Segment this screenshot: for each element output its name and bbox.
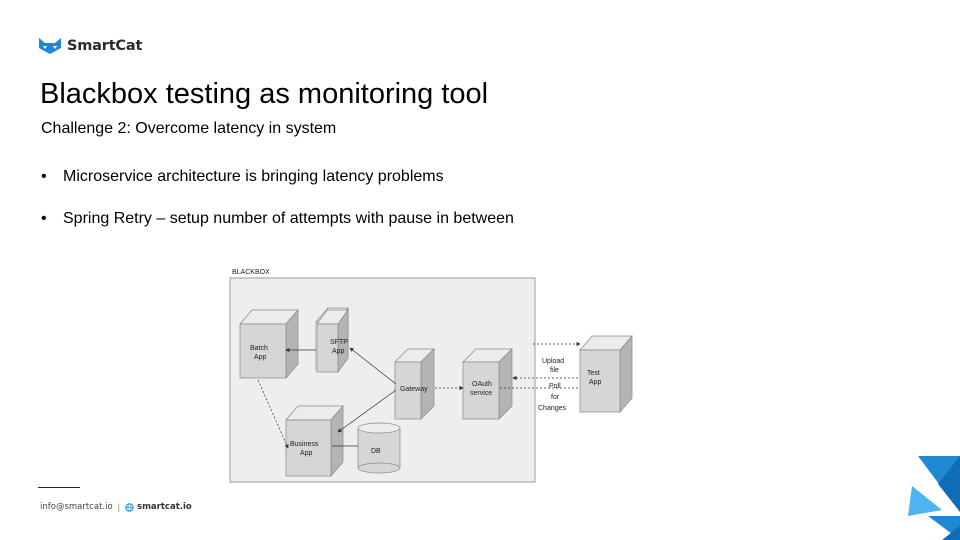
db-label: DB [371, 448, 381, 455]
bullet-marker: • [41, 168, 47, 185]
batch-app-label: Batch [250, 345, 268, 352]
test-app-box [579, 335, 633, 413]
business-app-label: Business [290, 441, 319, 448]
sftp-app-label: App [332, 348, 345, 355]
corner-triangles-decoration [908, 456, 960, 540]
slide-subtitle: Challenge 2: Overcome latency in system [41, 120, 337, 137]
batch-app-label: App [254, 354, 267, 361]
sftp-app-label: SFTP [330, 339, 348, 346]
footer: info@smartcat.io | smartcat.io [40, 502, 192, 512]
batch-app-box: Batch App [239, 309, 299, 379]
batch-to-business-arrow [257, 379, 289, 449]
footer-email[interactable]: info@smartcat.io [40, 502, 113, 512]
brand-name: SmartCat [67, 38, 143, 54]
sftp-app-box-body [316, 308, 349, 374]
gateway-label: Gateway [400, 386, 428, 393]
poll-for-changes-label: Poll [549, 383, 561, 390]
bullet-text: Spring Retry – setup number of attempts … [63, 210, 514, 227]
bullet-list: • Microservice architecture is bringing l… [41, 168, 514, 252]
oauth-service-label: OAuth [472, 381, 492, 388]
blackbox-architecture-diagram: BLACKBOX Batch App [229, 269, 633, 483]
oauth-service-label: service [470, 390, 492, 397]
bullet-text: Microservice architecture is bringing la… [63, 168, 444, 185]
cat-logo-icon [39, 38, 61, 54]
gateway-to-sftp-arrow [349, 347, 397, 385]
gateway-to-business-arrow [337, 389, 397, 433]
business-app-label: App [300, 450, 313, 457]
test-app-label: App [589, 379, 602, 386]
upload-file-label: file [550, 367, 559, 374]
frame-label: BLACKBOX [232, 269, 270, 276]
bullet-marker: • [41, 210, 47, 227]
smartcat-logo: SmartCat [38, 36, 142, 56]
business-app-box [285, 405, 344, 477]
db-cylinder [357, 422, 401, 474]
slide-title: Blackbox testing as monitoring tool [40, 78, 489, 110]
oauth-service-box [462, 348, 513, 420]
poll-for-changes-label: Changes [538, 405, 567, 412]
footer-website[interactable]: smartcat.io [137, 502, 192, 512]
bullet-item: • Microservice architecture is bringing l… [41, 168, 514, 186]
bullet-item: • Spring Retry – setup number of attempts… [41, 210, 514, 228]
gateway-box [394, 348, 435, 420]
poll-for-changes-label: for [551, 394, 560, 401]
upload-file-label: Upload [542, 358, 564, 365]
footer-separator: | [117, 502, 121, 512]
test-app-label: Test [587, 370, 600, 377]
footer-divider [38, 487, 80, 488]
globe-icon [125, 502, 134, 512]
